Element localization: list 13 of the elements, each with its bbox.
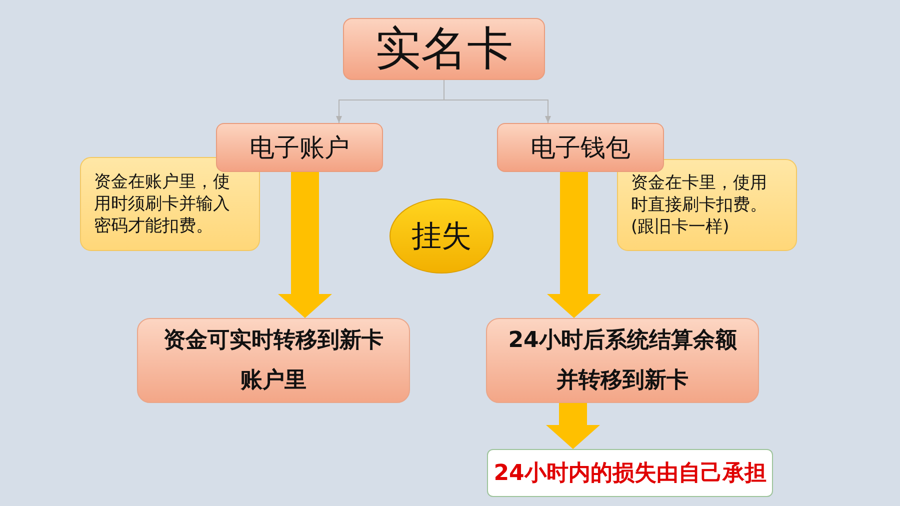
block-arrow (547, 172, 601, 318)
category-box: 电子账户 (216, 123, 383, 172)
warning-box: 24小时内的损失由自己承担 (487, 449, 773, 497)
note-box: 资金在账户里，使用时须刷卡并输入密码才能扣费。 (80, 157, 260, 251)
note-box: 资金在卡里，使用时直接刷卡扣费。(跟旧卡一样) (617, 159, 797, 251)
block-arrow (278, 172, 332, 318)
result-box: 资金可实时转移到新卡账户里 (137, 318, 410, 403)
heading-box: 实名卡 (343, 18, 545, 80)
result-box: 24小时后系统结算余额并转移到新卡 (486, 318, 759, 403)
oval-node: 挂失 (389, 198, 494, 274)
category-box: 电子钱包 (497, 123, 664, 172)
block-arrow (546, 403, 600, 449)
connector-line (444, 80, 551, 124)
